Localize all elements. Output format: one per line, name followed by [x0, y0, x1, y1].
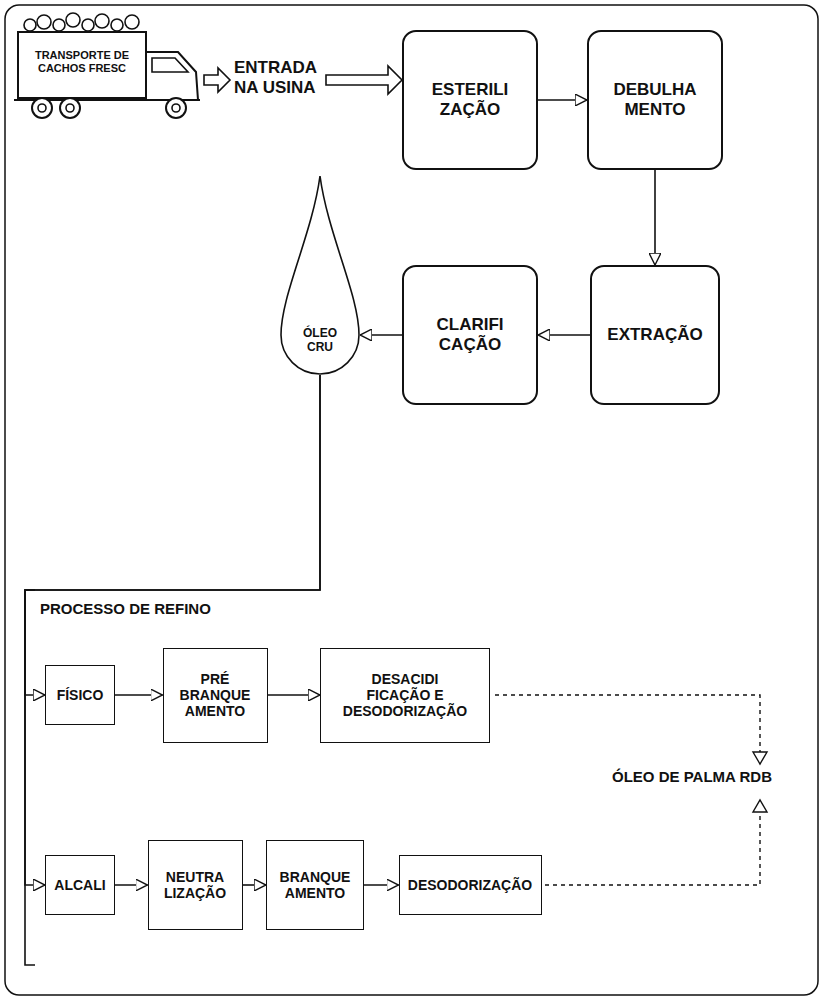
wheel-hub	[66, 104, 74, 112]
fruit-bunch	[24, 19, 36, 31]
refining-box: BRANQUE AMENTO	[266, 840, 364, 930]
flow-arrow	[654, 170, 656, 265]
refining-box: ALCALI	[45, 855, 115, 915]
box-label: DESODORIZAÇÃO	[408, 877, 532, 893]
flow-arrow	[268, 694, 321, 696]
oil-drop: ÓLEO CRU	[280, 175, 360, 375]
refining-box: FÍSICO	[45, 665, 115, 725]
fruit-bunch	[82, 19, 94, 31]
flow-arrow	[25, 375, 320, 885]
refining-box: DESODORIZAÇÃO	[399, 855, 542, 915]
box-label: FÍSICO	[57, 687, 104, 703]
box-label: BRANQUE AMENTO	[275, 869, 355, 901]
refining-bracket	[25, 590, 35, 965]
dashed-leader	[495, 695, 760, 752]
truck-window	[152, 58, 188, 72]
box-label: DESACIDI FICAÇÃO E DESODORIZAÇÃO	[340, 671, 470, 719]
annotation-label: ÓLEO DE PALMA RDB	[612, 768, 772, 785]
flow-arrow	[360, 334, 402, 336]
box-label: TRANSPORTE DE CACHOS FRESC	[26, 49, 138, 74]
process-box: CLARIFI CAÇÃO	[402, 265, 538, 405]
flow-arrow	[364, 884, 399, 886]
truck-drawing	[14, 13, 200, 118]
fruit-bunch	[66, 13, 80, 27]
truck-cargo-label: TRANSPORTE DE CACHOS FRESC	[21, 42, 143, 82]
process-box: ESTERILI ZAÇÃO	[402, 30, 538, 170]
fruit-bunch	[111, 19, 123, 31]
truck-wheel	[32, 98, 52, 118]
flow-arrow	[243, 884, 267, 886]
flow-arrow	[538, 334, 590, 336]
refining-box: DESACIDI FICAÇÃO E DESODORIZAÇÃO	[320, 648, 490, 743]
box-label: PRÉ BRANQUE AMENTO	[175, 671, 255, 719]
process-box: DEBULHA MENTO	[587, 30, 723, 170]
wheel-hub	[172, 104, 180, 112]
flow-arrow	[538, 99, 587, 101]
annotation-label: ENTRADA NA USINA	[234, 58, 334, 97]
hollow-arrow	[204, 68, 230, 92]
box-label: ESTERILI ZAÇÃO	[417, 80, 523, 119]
box-label: DEBULHA MENTO	[602, 80, 708, 119]
annotation-label: PROCESSO DE REFINO	[40, 600, 211, 617]
refining-box: NEUTRA LIZAÇÃO	[148, 840, 243, 930]
process-box: EXTRAÇÃO	[590, 265, 720, 405]
box-label: EXTRAÇÃO	[607, 325, 702, 345]
truck-cab	[146, 52, 198, 100]
dashed-leader	[545, 812, 760, 885]
fruit-bunch	[37, 15, 51, 29]
small-arrowhead	[753, 752, 767, 764]
truck-wheel	[166, 98, 186, 118]
fruit-bunch	[53, 19, 65, 31]
fruit-bunch	[95, 14, 109, 28]
drop-path	[281, 176, 359, 374]
truck-wheel	[60, 98, 80, 118]
box-label: NEUTRA LIZAÇÃO	[158, 869, 233, 901]
fruit-bunch	[125, 15, 139, 29]
box-label: ÓLEO CRU	[297, 327, 343, 355]
box-label: CLARIFI CAÇÃO	[417, 315, 523, 354]
box-label: ALCALI	[54, 877, 105, 893]
small-arrowhead	[753, 800, 767, 812]
outer-frame	[5, 5, 818, 995]
truck-cargo	[18, 32, 146, 98]
flow-arrow	[115, 884, 148, 886]
refining-box: PRÉ BRANQUE AMENTO	[163, 648, 268, 743]
hollow-arrow	[326, 66, 402, 94]
flow-arrow	[115, 694, 163, 696]
wheel-hub	[38, 104, 46, 112]
